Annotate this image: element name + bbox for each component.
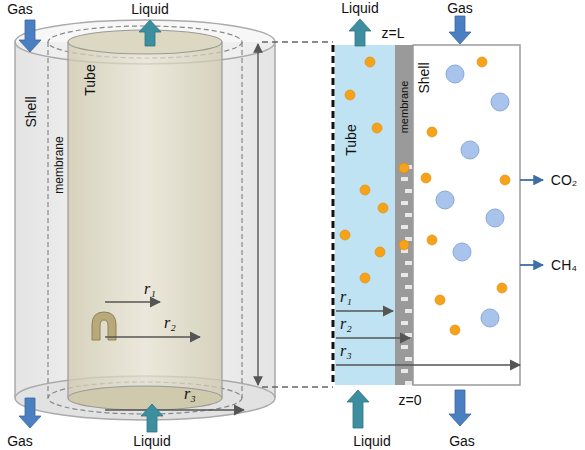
membrane-pores xyxy=(401,165,412,385)
co2-molecule xyxy=(345,90,355,100)
flow-label: Gas xyxy=(7,434,33,448)
flow-label: Liquid xyxy=(353,434,390,448)
gas-arrow xyxy=(449,390,471,426)
co2-molecule xyxy=(421,173,431,183)
co2-molecule xyxy=(427,127,437,137)
co2-molecule xyxy=(399,163,409,173)
flow-symbol xyxy=(92,312,116,340)
length-arrow xyxy=(257,44,258,385)
part-label: Shell xyxy=(24,96,38,127)
pore xyxy=(401,345,408,349)
membrane-band: membrane xyxy=(395,45,413,385)
gas-arrow xyxy=(19,398,41,428)
part-label: membrane xyxy=(53,136,65,193)
pore xyxy=(401,369,408,373)
methane-molecule xyxy=(486,209,504,227)
pore xyxy=(401,321,408,325)
methane-molecule xyxy=(436,191,454,209)
methane-molecule xyxy=(453,243,471,261)
gas-arrow xyxy=(449,16,471,44)
pore xyxy=(405,261,412,265)
shell-region-fill xyxy=(413,45,520,385)
co2-molecule xyxy=(427,235,437,245)
radius-arrows-right xyxy=(336,311,520,365)
tube-region: Tube xyxy=(335,45,395,385)
pore xyxy=(401,177,408,181)
pore xyxy=(405,309,412,313)
permeate-arrows xyxy=(520,180,543,265)
methane-molecule xyxy=(481,309,499,327)
co2-molecule xyxy=(365,57,375,67)
co2-molecule xyxy=(340,230,350,240)
molecules xyxy=(340,57,510,335)
membrane-band-fill xyxy=(395,45,413,385)
co2-molecule xyxy=(497,283,507,293)
liquid-arrow xyxy=(139,20,161,46)
methane-molecule xyxy=(491,93,509,111)
pore xyxy=(405,213,412,217)
species-label: CH₄ xyxy=(551,258,577,272)
co2-molecule xyxy=(360,273,370,283)
axis-line xyxy=(332,45,335,385)
liquid-arrow xyxy=(349,19,371,46)
region-label: Tube xyxy=(344,124,358,155)
shell-cylinder xyxy=(15,20,275,420)
methane-molecule xyxy=(461,141,479,159)
co2-molecule xyxy=(500,175,510,185)
zoom-lines xyxy=(262,42,333,387)
co2-molecule xyxy=(375,247,385,257)
co2-molecule xyxy=(372,123,382,133)
pore xyxy=(405,357,412,361)
radius-label: r₁ xyxy=(144,281,156,297)
radius-label: r₃ xyxy=(184,386,196,402)
liquid-arrow xyxy=(141,404,163,432)
pore xyxy=(405,189,412,193)
co2-molecule xyxy=(378,203,388,213)
radius-label: r₃ xyxy=(340,343,352,359)
flow-label: Liquid xyxy=(341,1,378,15)
co2-molecule xyxy=(360,185,370,195)
region-label: Shell xyxy=(417,62,431,93)
pore xyxy=(401,273,408,277)
flow-label: Gas xyxy=(7,2,33,16)
part-label: Tube xyxy=(83,64,97,95)
tube-cylinder xyxy=(68,30,222,410)
radius-arrows-left xyxy=(105,302,244,410)
flow-label: Gas xyxy=(447,1,473,15)
pore xyxy=(405,333,412,337)
flow-label: Gas xyxy=(449,434,475,448)
pore xyxy=(401,297,408,301)
region-label: membrane xyxy=(399,81,410,134)
flow-label: Liquid xyxy=(131,2,168,16)
position-label: z=0 xyxy=(399,393,422,407)
tube-region-fill xyxy=(335,45,395,385)
gas-arrow xyxy=(19,20,41,52)
pore xyxy=(405,381,412,385)
methane-molecule xyxy=(446,65,464,83)
co2-molecule xyxy=(477,57,487,67)
pore xyxy=(405,285,412,289)
flow-label: Liquid xyxy=(133,434,170,448)
position-label: z=L xyxy=(382,26,405,40)
liquid-arrow xyxy=(347,390,369,428)
pore xyxy=(401,225,408,229)
membrane-cylinder xyxy=(48,26,242,414)
co2-molecule xyxy=(450,325,460,335)
shell-region: Shell xyxy=(413,45,520,385)
radius-label: r₂ xyxy=(340,316,352,332)
flow-arrows xyxy=(19,16,471,432)
radius-label: r₁ xyxy=(340,289,352,305)
radius-label: r₂ xyxy=(164,315,176,331)
pore xyxy=(401,201,408,205)
co2-molecule xyxy=(399,240,409,250)
species-label: CO₂ xyxy=(551,173,577,187)
co2-molecule xyxy=(435,295,445,305)
